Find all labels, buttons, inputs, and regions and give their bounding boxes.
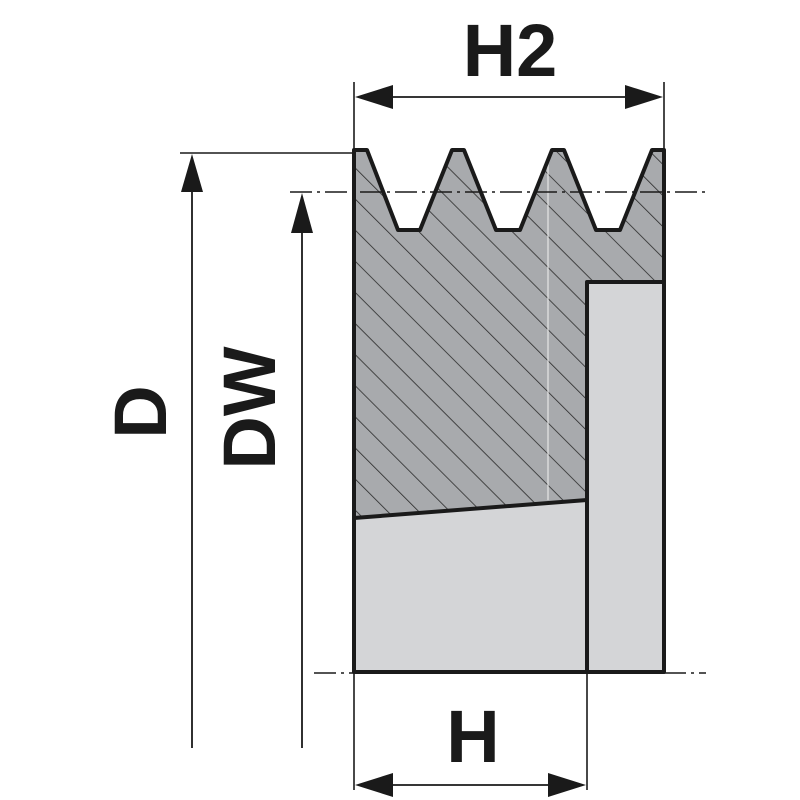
hub-region xyxy=(587,282,664,672)
pulley-outline xyxy=(352,148,666,674)
dimension-h: H xyxy=(355,695,586,797)
arrow-right-icon xyxy=(548,773,586,797)
bore-region xyxy=(354,500,587,672)
dimension-dw: DW xyxy=(208,193,313,748)
arrow-left-icon xyxy=(355,773,393,797)
arrow-right-icon xyxy=(625,85,663,109)
arrow-up-icon xyxy=(181,154,203,192)
arrow-up-icon xyxy=(291,193,313,233)
dw-label: DW xyxy=(208,346,291,469)
h-label: H xyxy=(446,695,499,778)
dimension-h2: H2 xyxy=(355,9,663,109)
arrow-left-icon xyxy=(355,85,393,109)
dimension-d: D xyxy=(99,154,203,748)
h2-label: H2 xyxy=(463,9,558,92)
centerlines xyxy=(290,191,706,674)
d-label: D xyxy=(99,385,182,438)
extension-lines xyxy=(180,82,665,790)
